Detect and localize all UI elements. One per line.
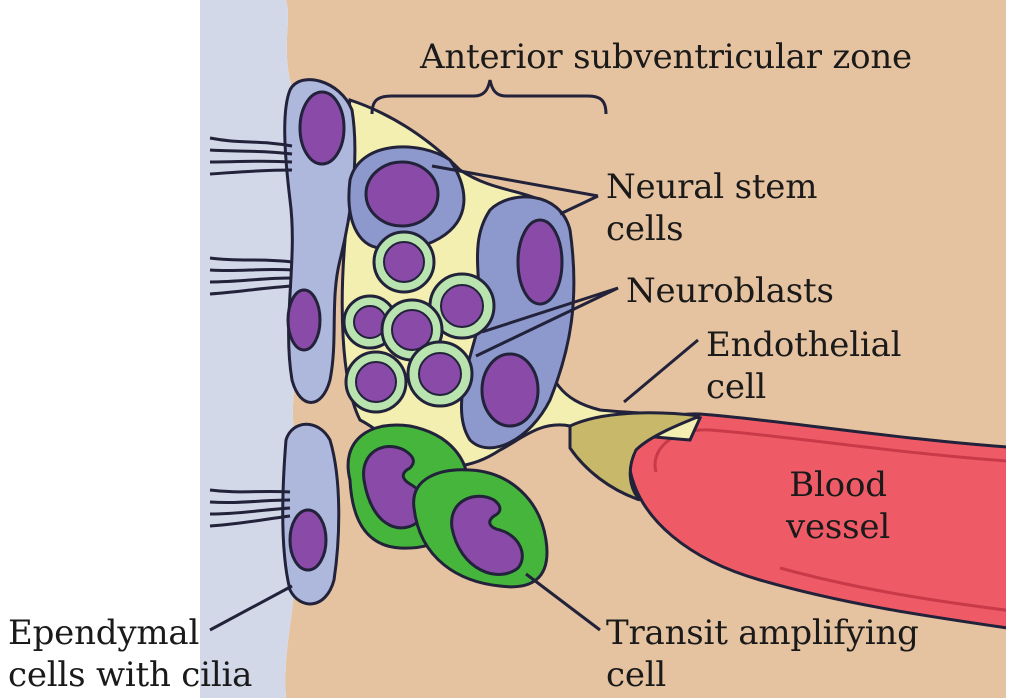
label-text: Anterior subventricular zone [420,36,912,78]
label-text: cells [606,208,817,250]
cell-nucleus [384,242,424,282]
cell-nucleus [441,285,483,327]
label-transit-amplifying-cell: Transit amplifying cell [606,612,919,696]
cell-nucleus [300,92,344,164]
label-anterior-svz: Anterior subventricular zone [420,36,912,78]
cell-nucleus [518,220,562,304]
label-text: cell [606,654,919,696]
label-text: cell [706,366,901,408]
label-text: vessel [786,506,890,548]
label-text: Neural stem [606,166,817,208]
cell-nucleus [366,162,438,226]
label-text: cells with cilia [8,654,252,696]
label-neuroblasts: Neuroblasts [626,270,834,312]
label-ependymal-cells: Ependymal cells with cilia [8,612,252,696]
label-text: Transit amplifying [606,612,919,654]
label-endothelial-cell: Endothelial cell [706,324,901,408]
label-neural-stem-cells: Neural stem cells [606,166,817,250]
cell-nucleus [419,353,461,395]
label-text: Blood [786,464,890,506]
cell-nucleus [356,362,396,402]
ventricle-lining [200,0,299,698]
label-text: Endothelial [706,324,901,366]
cell-nucleus [290,510,326,570]
right-margin [1006,0,1021,698]
cell-nucleus [288,290,320,350]
label-blood-vessel: Blood vessel [786,464,890,548]
cell-nucleus [482,354,538,426]
label-text: Neuroblasts [626,270,834,312]
label-text: Ependymal [8,612,252,654]
